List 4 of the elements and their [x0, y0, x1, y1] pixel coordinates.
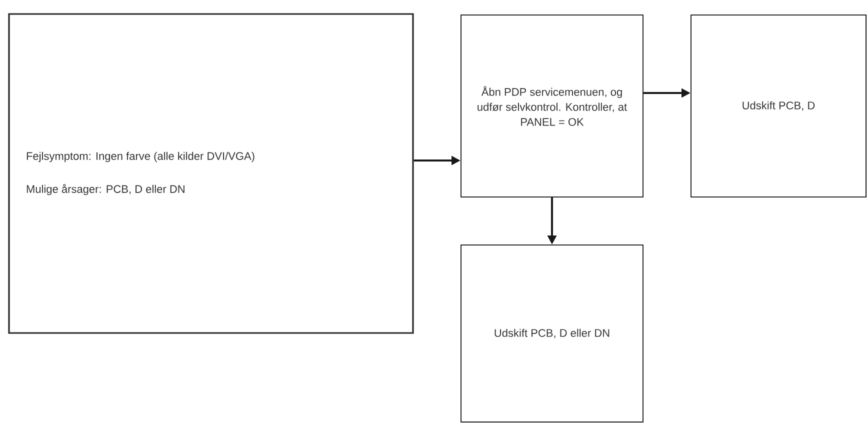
process-box: Åbn PDP servicemenuen, og udfør selvkontrol. Kontroller, at PANEL = OK	[460, 14, 644, 198]
process-box: Udskift PCB, D	[690, 14, 867, 198]
symptom-box: Fejlsymptom: Ingen farve (alle kilder DVI/VGA) Mulige årsager: PCB, D eller DN	[8, 13, 414, 334]
process-box: Udskift PCB, D eller DN	[460, 244, 644, 422]
